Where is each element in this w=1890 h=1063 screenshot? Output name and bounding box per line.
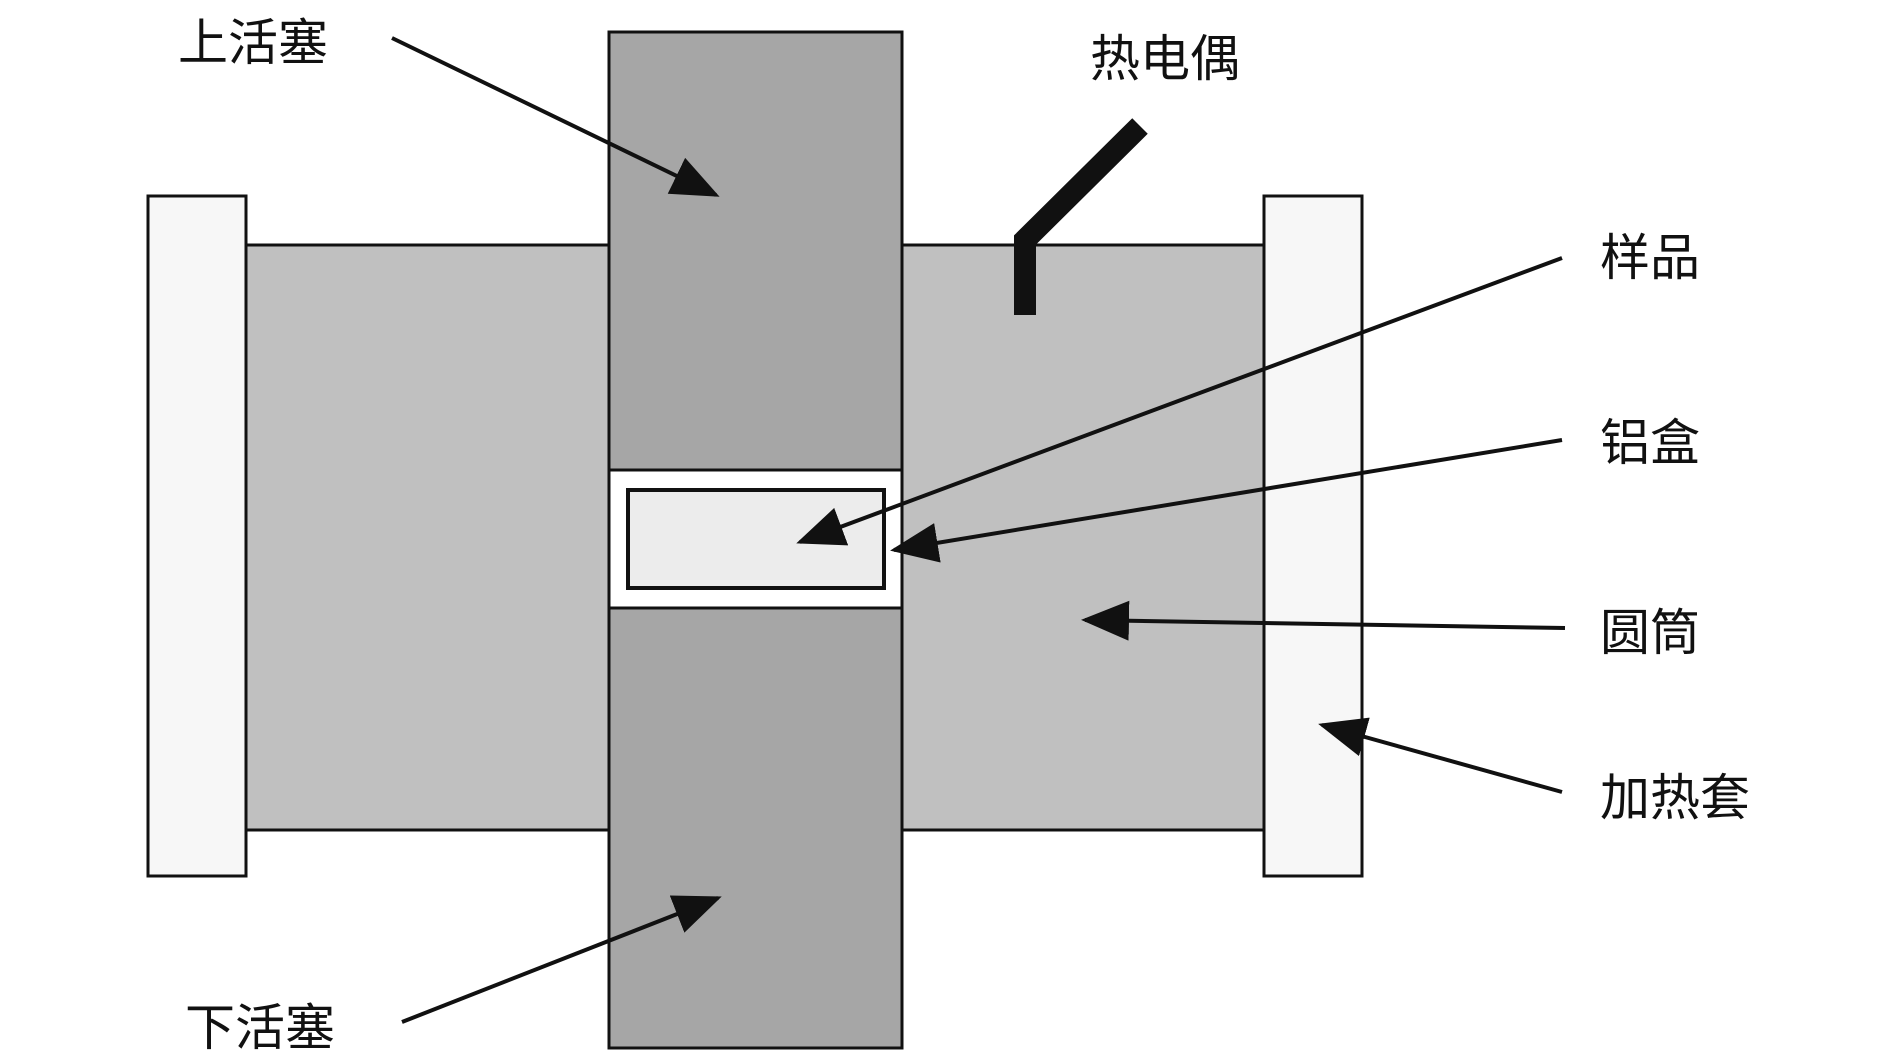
sample — [626, 488, 886, 590]
thermocouple-probe — [1014, 118, 1148, 315]
upper-piston — [607, 30, 904, 472]
arrow-lower-piston — [401, 895, 722, 1024]
arrow-sample — [796, 256, 1563, 546]
label-heating-jacket: 加热套 — [1600, 769, 1750, 827]
label-thermocouple: 热电偶 — [1090, 30, 1240, 88]
label-aluminum-box: 铝盒 — [1600, 414, 1700, 472]
arrow-upper-piston — [391, 36, 720, 197]
label-upper-piston: 上活塞 — [178, 14, 328, 72]
label-lower-piston: 下活塞 — [185, 999, 335, 1057]
lower-piston — [607, 606, 904, 1050]
arrow-aluminum-box — [890, 438, 1563, 563]
arrow-heating-jacket — [1318, 717, 1563, 794]
heating-jacket-right — [1262, 194, 1364, 878]
label-cylinder: 圆筒 — [1600, 604, 1700, 662]
arrow-cylinder — [1081, 600, 1566, 641]
label-sample: 样品 — [1600, 229, 1700, 287]
heating-jacket-left — [146, 194, 248, 878]
